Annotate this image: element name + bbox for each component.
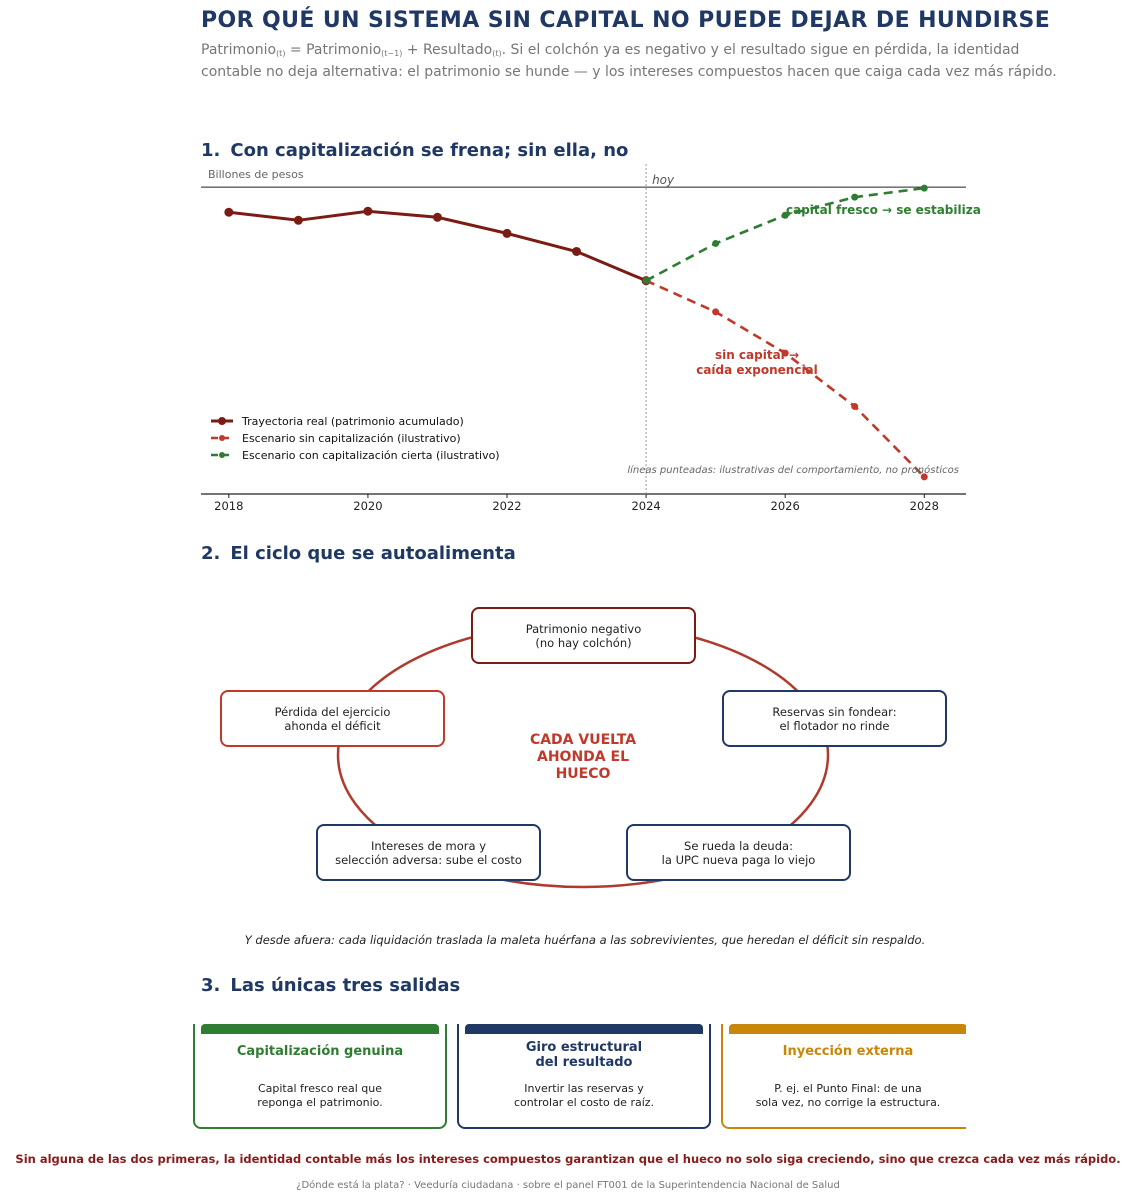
legend-label: Escenario con capitalización cierta (ilu… (242, 449, 500, 462)
data-point-0 (224, 207, 234, 217)
section-number: 3. (201, 975, 221, 996)
card-body: P. ej. el Punto Final: de una sola vez, … (755, 1082, 941, 1109)
x-tick-label: 2018 (214, 499, 243, 513)
card-accent-bar (201, 1024, 439, 1034)
data-point-1 (712, 308, 720, 316)
section-number: 1. (201, 140, 221, 161)
legend-label: Trayectoria real (patrimonio acumulado) (241, 415, 464, 428)
legend-marker (219, 435, 225, 441)
y-axis-label: Billones de pesos (208, 168, 304, 181)
card-title: Capitalización genuina (236, 1044, 404, 1059)
x-tick-label: 2024 (631, 499, 660, 513)
exit-card-capitalization: Capitalización genuina Capital fresco re… (193, 1024, 447, 1129)
card-accent-bar (465, 1024, 703, 1034)
cycle-node-rolled-debt: Se rueda la deuda: la UPC nueva paga lo … (626, 824, 851, 881)
section-title-text: Con capitalización se frena; sin ella, n… (230, 140, 629, 161)
card-title: Inyección externa (782, 1044, 914, 1059)
legend-marker (218, 417, 226, 425)
formula-term: + Resultado (402, 42, 493, 58)
x-tick-label: 2020 (353, 499, 382, 513)
exit-card-external: Inyección externa P. ej. el Punto Final:… (721, 1024, 975, 1129)
formula-subscript: (t−1) (381, 49, 403, 58)
x-tick-label: 2028 (910, 499, 939, 513)
section-1-title: 1. Con capitalización se frena; sin ella,… (201, 140, 628, 161)
section-3-title: 3. Las únicas tres salidas (201, 975, 460, 996)
cycle-node-negative-equity: Patrimonio negativo (no hay colchón) (471, 607, 696, 664)
data-point-0 (432, 212, 442, 222)
data-point-0 (502, 228, 512, 238)
card-body: Capital fresco real que reponga el patri… (257, 1082, 383, 1109)
legend-marker (219, 452, 225, 458)
cycle-node-interest-cost: Intereses de mora y selección adversa: s… (316, 824, 541, 881)
section-title-text: Las únicas tres salidas (230, 975, 461, 996)
section-number: 2. (201, 543, 221, 564)
data-point-0 (572, 246, 582, 256)
data-point-1 (920, 473, 928, 481)
series-line-2 (645, 186, 925, 282)
section-2-title: 2. El ciclo que se autoalimenta (201, 543, 516, 564)
formula-subscript: (t) (276, 49, 286, 58)
exit-card-structural: Giro estructural del resultado Invertir … (457, 1024, 711, 1129)
cycle-node-loss: Pérdida del ejercicio ahonda el déficit (220, 690, 445, 747)
data-point-2 (851, 193, 859, 201)
illustrative-note: líneas punteadas: ilustrativas del compo… (627, 464, 959, 476)
legend-label: Escenario sin capitalización (ilustrativ… (242, 432, 461, 445)
formula-subscript: (t) (492, 49, 502, 58)
figure-edge-mask (966, 1018, 1006, 1138)
page-title: POR QUÉ UN SISTEMA SIN CAPITAL NO PUEDE … (201, 8, 1051, 33)
x-tick-label: 2026 (771, 499, 800, 513)
formula-term: Patrimonio (201, 42, 277, 58)
green-annotation: capital fresco → se estabiliza (786, 203, 981, 217)
today-label: hoy (652, 173, 675, 187)
card-accent-bar (729, 1024, 967, 1034)
cycle-node-unfunded-reserves: Reservas sin fondear: el flotador no rin… (722, 690, 947, 747)
data-point-2 (781, 211, 789, 219)
data-point-2 (712, 239, 720, 247)
data-point-0 (363, 206, 373, 216)
footer-credit: ¿Dónde está la plata? · Veeduría ciudada… (296, 1180, 840, 1191)
section-title-text: El ciclo que se autoalimenta (230, 543, 516, 564)
equity-chart: hoy Billones de pesos 2018 2020 2022 2024 2026… (201, 164, 981, 513)
data-point-0 (293, 215, 303, 225)
data-point-2 (920, 184, 928, 192)
page-subtitle: Patrimonio(t) = Patrimonio(t−1) + Result… (201, 40, 1061, 82)
card-body: Invertir las reservas y controlar el cos… (513, 1082, 655, 1109)
x-tick-label: 2022 (492, 499, 521, 513)
cycle-note: Y desde afuera: cada liquidación traslad… (244, 933, 926, 947)
red-annotation: sin capital → (715, 348, 799, 362)
subtitle-text: . Si el colchón ya es negativo y el resu… (201, 42, 1057, 80)
data-point-1 (851, 402, 859, 410)
data-point-1 (781, 349, 789, 357)
bottom-conclusion: Sin alguna de las dos primeras, la ident… (15, 1152, 1121, 1166)
card-title: Giro estructural del resultado (525, 1040, 643, 1070)
data-point-2 (642, 277, 650, 285)
red-annotation: caída exponencial (696, 363, 818, 377)
series-line-1 (645, 279, 926, 478)
formula-term: = Patrimonio (285, 42, 382, 58)
cycle-center-label: CADA VUELTA AHONDA EL HUECO (529, 732, 637, 782)
